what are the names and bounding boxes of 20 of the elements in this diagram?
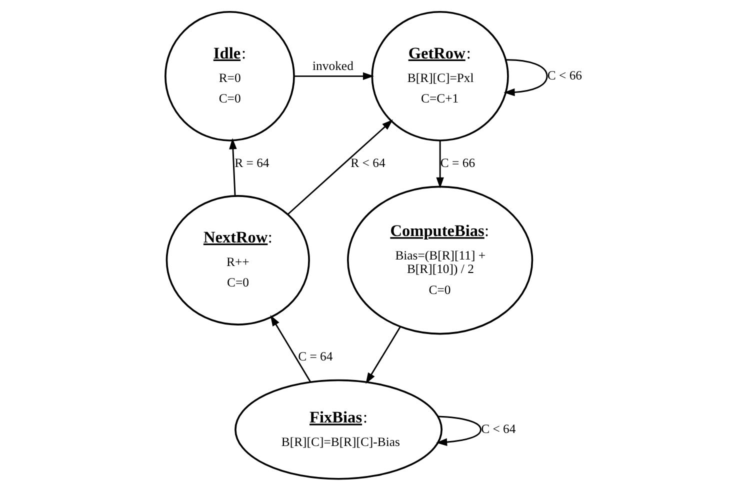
edge-label: C < 64 xyxy=(481,422,516,436)
edge-label: R = 64 xyxy=(234,156,270,170)
edge-label: R < 64 xyxy=(350,156,386,170)
node-circle: Idle: R=0 C=0 xyxy=(164,10,295,142)
edge-label: C < 66 xyxy=(547,68,582,83)
edge-label: invoked xyxy=(312,59,354,74)
arrow xyxy=(294,72,374,80)
arrow xyxy=(504,59,548,96)
arrow xyxy=(287,120,394,215)
arrow xyxy=(366,326,401,384)
arrow xyxy=(436,416,482,446)
node-ellipse: FixBias: B[R][C]=B[R][C]-Bias xyxy=(234,379,443,480)
node-circle: GetRow: B[R][C]=Pxl C=C+1 xyxy=(371,10,509,142)
node-ellipse: ComputeBias: Bias=(B[R][11] + B[R][10]) / 2 C=0 xyxy=(347,186,534,335)
edge-label: C = 66 xyxy=(440,156,476,170)
node-circle: NextRow: R++ C=0 xyxy=(166,195,310,326)
edge-label: C = 64 xyxy=(298,349,333,364)
arrow xyxy=(270,315,311,382)
arrow xyxy=(436,140,444,188)
arrow xyxy=(229,138,237,196)
